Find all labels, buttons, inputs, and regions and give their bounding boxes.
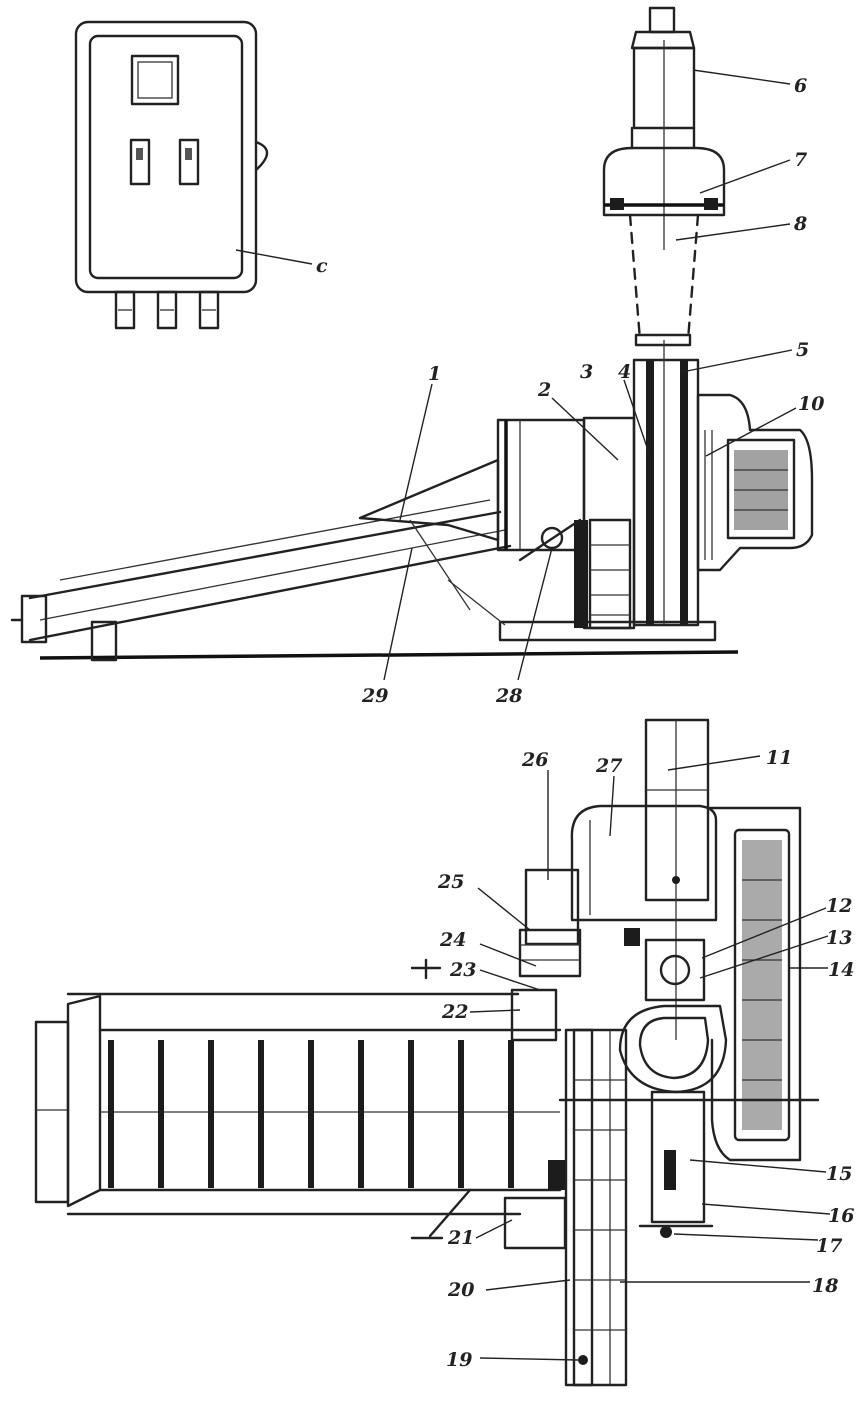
- part-labels: 6 7 8 с 5 10 1 2 3 4 29 28 26 27 11 25 1…: [316, 75, 854, 1371]
- label-5: 5: [796, 339, 809, 361]
- label-6: 6: [794, 75, 807, 97]
- label-27: 27: [595, 755, 622, 777]
- label-8: 8: [793, 213, 807, 235]
- label-11: 11: [766, 747, 792, 769]
- label-3: 3: [580, 361, 593, 383]
- label-17: 17: [816, 1235, 842, 1257]
- side-elevation: [10, 340, 814, 662]
- label-1: 1: [428, 363, 441, 385]
- label-13: 13: [826, 927, 852, 949]
- vertical-shaft-assembly: [602, 6, 726, 347]
- label-16: 16: [828, 1205, 854, 1227]
- label-20: 20: [447, 1279, 474, 1301]
- plan-view: [34, 718, 820, 1387]
- control-cabinet: [74, 20, 269, 330]
- label-28: 28: [495, 685, 522, 707]
- label-15: 15: [826, 1163, 852, 1185]
- label-10: 10: [798, 393, 824, 415]
- label-23: 23: [449, 959, 476, 981]
- label-29: 29: [361, 685, 388, 707]
- label-21: 21: [447, 1227, 474, 1249]
- label-26: 26: [521, 749, 548, 771]
- label-14: 14: [828, 959, 854, 981]
- label-12: 12: [826, 895, 852, 917]
- label-24: 24: [439, 929, 466, 951]
- label-7: 7: [794, 149, 807, 171]
- leader-lines: [235, 69, 831, 1361]
- label-19: 19: [446, 1349, 472, 1371]
- label-25: 25: [437, 871, 464, 893]
- label-18: 18: [812, 1275, 838, 1297]
- label-2: 2: [537, 379, 551, 401]
- label-22: 22: [441, 1001, 468, 1023]
- label-cabinet: с: [316, 255, 328, 277]
- label-4: 4: [618, 361, 631, 383]
